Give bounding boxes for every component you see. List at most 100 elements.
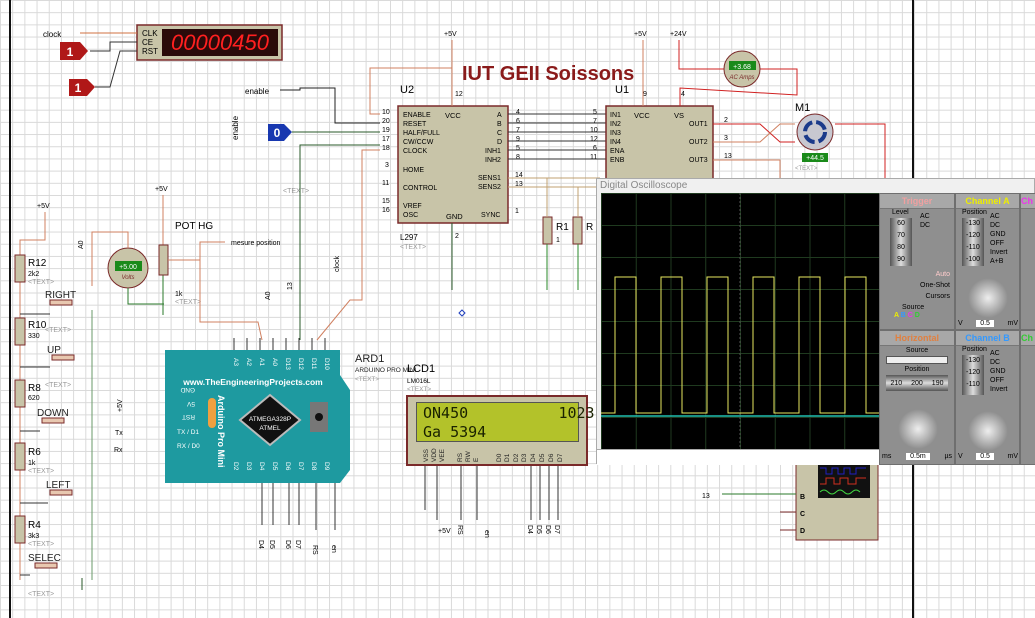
label: <TEXT>: [400, 244, 426, 251]
label: 12: [455, 91, 463, 98]
label: 1: [515, 208, 519, 215]
button-down[interactable]: DOWN: [20, 408, 69, 432]
trigger-ac[interactable]: AC: [920, 213, 930, 220]
counter-timer[interactable]: 00000450 CLK CE RST: [136, 24, 283, 61]
label: D8: [310, 462, 317, 471]
button-left[interactable]: LEFT: [20, 480, 73, 504]
channel-b-position-drum[interactable]: -130-120-110: [962, 355, 984, 395]
label: 10: [382, 109, 390, 116]
label: INH1: [485, 148, 501, 155]
pin-label: RST: [142, 47, 158, 56]
channel-b-volts-knob[interactable]: [968, 411, 1008, 451]
trigger-auto-button[interactable]: Auto: [935, 271, 950, 278]
logic-state-2[interactable]: 1: [69, 79, 95, 96]
label: DOWN: [37, 408, 69, 419]
lcd-pin-d2: D2: [513, 453, 520, 462]
label: ARD1: [355, 353, 384, 365]
label: 7: [516, 127, 520, 134]
label: D12: [297, 358, 304, 370]
trigger-dc[interactable]: DC: [920, 222, 931, 229]
horizontal-scrollbar[interactable]: [597, 449, 879, 465]
window-title: Digital Oscilloscope: [600, 180, 688, 191]
power-terminal-24v: +24V: [670, 31, 687, 38]
label: Position: [962, 209, 987, 216]
lcd-pin-d1: D1: [504, 453, 511, 462]
label: RS: [311, 545, 318, 555]
r1-value: 1: [556, 237, 560, 244]
label: A0: [265, 291, 272, 300]
label: Horizontal: [880, 331, 954, 346]
pin-label: CLK: [142, 29, 158, 38]
scope-screen: [601, 193, 879, 449]
arduino-pro-mini[interactable]: www.TheEngineeringProjects.com Arduino P…: [165, 350, 417, 483]
voltmeter[interactable]: +5.00 Volts: [107, 247, 149, 289]
motor-m1[interactable]: M1 +44.5 <TEXT>: [795, 102, 834, 172]
channel-a-position-drum[interactable]: -130-120-110-100: [962, 218, 984, 266]
logic-state-0[interactable]: 0: [268, 124, 292, 141]
label: +44.5: [806, 155, 824, 162]
lcd-pin-rw: RW: [465, 450, 472, 462]
timebase-knob[interactable]: [898, 409, 938, 449]
a-plus-b-button[interactable]: A+B: [990, 258, 1004, 265]
label: mV: [1007, 453, 1019, 460]
label: M1: [795, 102, 810, 114]
label: 4: [516, 109, 520, 116]
ammeter[interactable]: +3.68 AC Amps: [723, 50, 761, 88]
horizontal-source-slider[interactable]: [886, 356, 948, 364]
label: GND: [990, 368, 1006, 375]
button-selec[interactable]: SELEC: [20, 553, 61, 576]
label: <TEXT>: [28, 468, 54, 475]
logic-state-1[interactable]: 1: [60, 42, 88, 60]
channel-a-volts-knob[interactable]: [968, 278, 1008, 318]
scope-probe-block[interactable]: B C D: [795, 459, 879, 541]
lcd-pin-d6: D6: [548, 453, 555, 462]
level-label: Level: [892, 209, 909, 216]
label: <TEXT>: [283, 188, 309, 195]
label: 17: [382, 136, 390, 143]
label: D9: [323, 462, 330, 471]
button-right[interactable]: RIGHT: [20, 290, 76, 315]
label: CLOCK: [403, 148, 427, 155]
label: ATMEGA328P: [249, 416, 291, 423]
label: ARDUINO PRO MINI: [355, 367, 417, 374]
label: 0.5: [976, 453, 994, 460]
label: 12: [590, 136, 598, 143]
trigger-one-shot-button[interactable]: One-Shot: [920, 282, 950, 289]
label: 620: [28, 395, 40, 402]
pin-label: CE: [142, 38, 153, 47]
lcd-ref: LCD1: [407, 363, 435, 375]
label: www.TheEngineeringProjects.com: [182, 377, 323, 387]
label: +5V: [37, 203, 50, 210]
label: VS: [674, 111, 684, 120]
trigger-source-label: Source: [902, 304, 925, 311]
label: Position: [904, 366, 930, 373]
label: LEFT: [46, 480, 70, 491]
lcd-pin-d5: D5: [539, 453, 546, 462]
label: L297: [400, 233, 418, 242]
label: D5: [271, 462, 278, 471]
lcd-pin-vss: VSS: [423, 448, 430, 462]
label: <TEXT>: [175, 299, 201, 306]
invert-b-button[interactable]: Invert: [990, 386, 1008, 393]
potentiometer[interactable]: POT HG 1k <TEXT>: [158, 221, 213, 306]
label: SYNC: [481, 212, 500, 219]
button-up[interactable]: UP: [20, 345, 75, 368]
invert-a-button[interactable]: Invert: [990, 249, 1008, 256]
label: R6: [28, 447, 41, 458]
cursors-button[interactable]: Cursors: [925, 293, 950, 300]
label: OFF: [990, 377, 1004, 384]
label: INH2: [485, 157, 501, 164]
